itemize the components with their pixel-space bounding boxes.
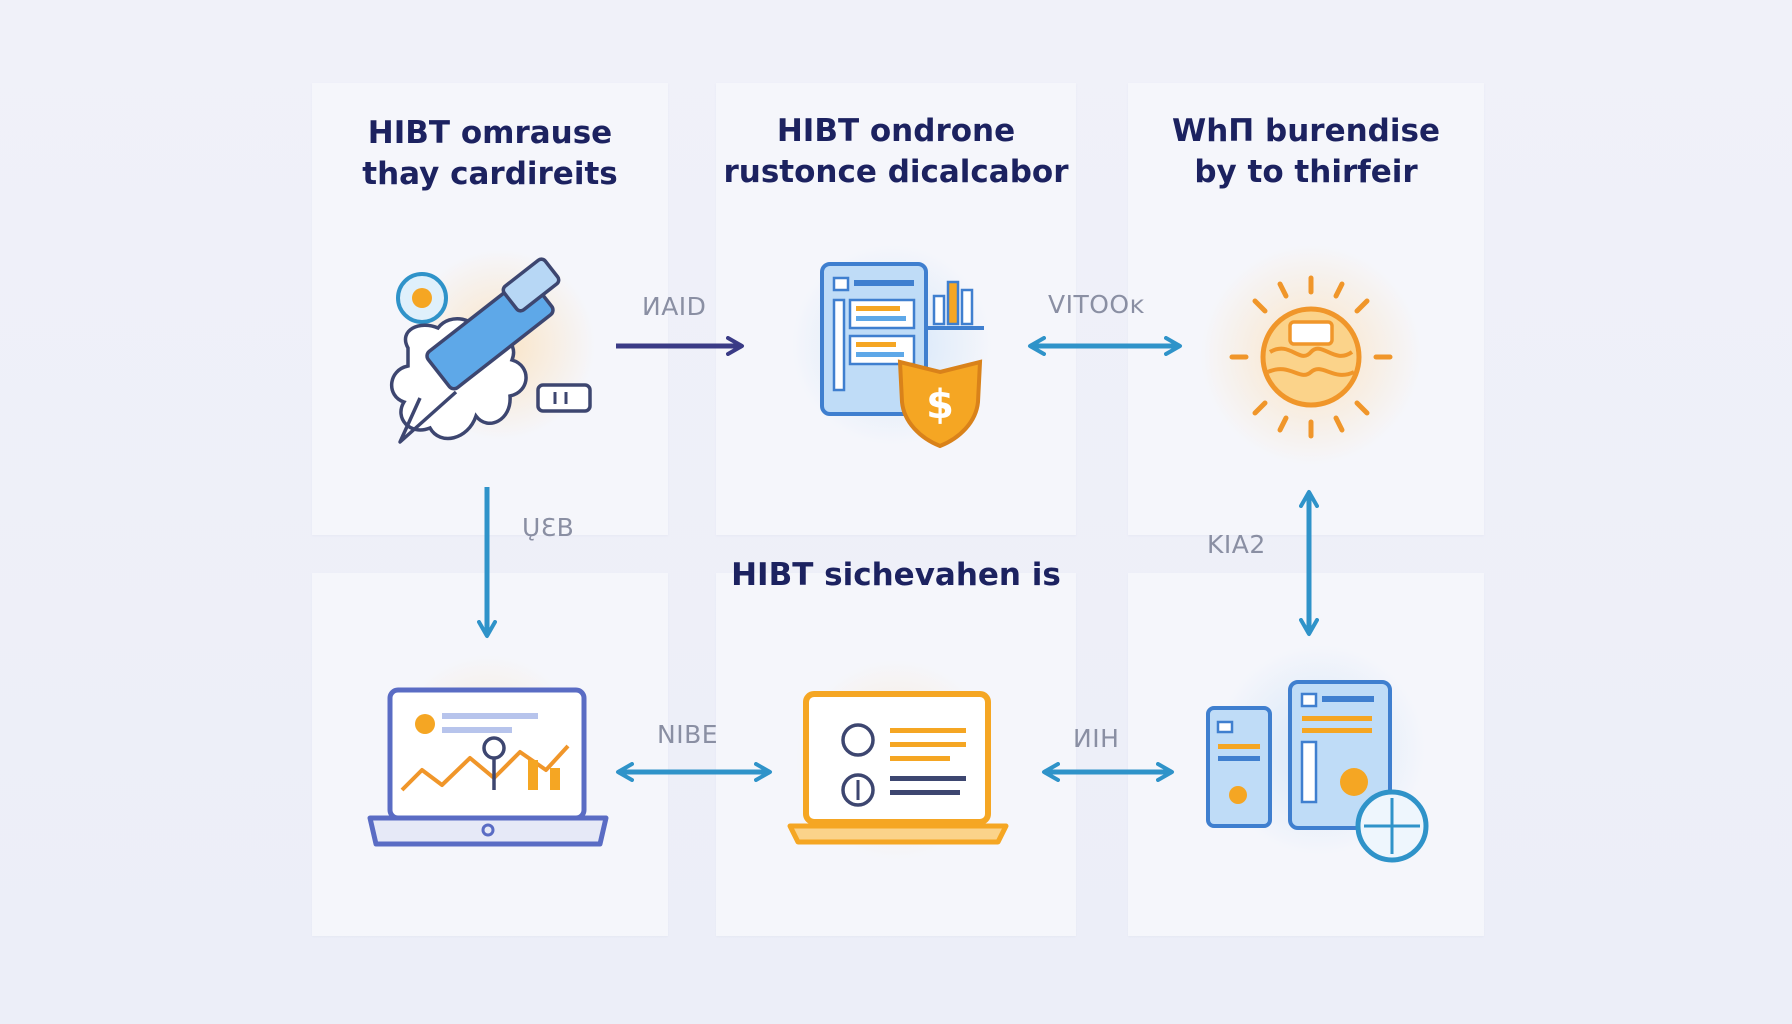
laptop-chart-icon — [367, 655, 609, 847]
edge-label-2: VITOOĸ — [1048, 290, 1145, 319]
edge-label-5: NIBE — [657, 720, 719, 749]
hammer-tool-icon — [389, 250, 595, 444]
node-title-2: HIBT ondrone rustonce dicalcabor — [723, 113, 1069, 190]
edge-label-3: ŲƐB — [522, 513, 575, 542]
document-shield-dollar-icon: $ — [792, 245, 992, 449]
node-title-1: HIBT omrause thay cardireits — [362, 115, 618, 192]
svg-text:$: $ — [926, 382, 954, 428]
devices-compass-icon — [1206, 645, 1429, 863]
edge-label-1: ИAID — [642, 292, 707, 321]
node-title-5: HIBT sichevahen is — [731, 557, 1061, 593]
laptop-document-icon — [787, 660, 1009, 860]
sun-globe-icon — [1201, 245, 1421, 465]
edge-label-4: KIA2 — [1207, 530, 1266, 559]
node-title-3: WhΠ burendise by to thirfeir — [1172, 113, 1440, 190]
edge-label-6: ИIH — [1073, 724, 1120, 753]
